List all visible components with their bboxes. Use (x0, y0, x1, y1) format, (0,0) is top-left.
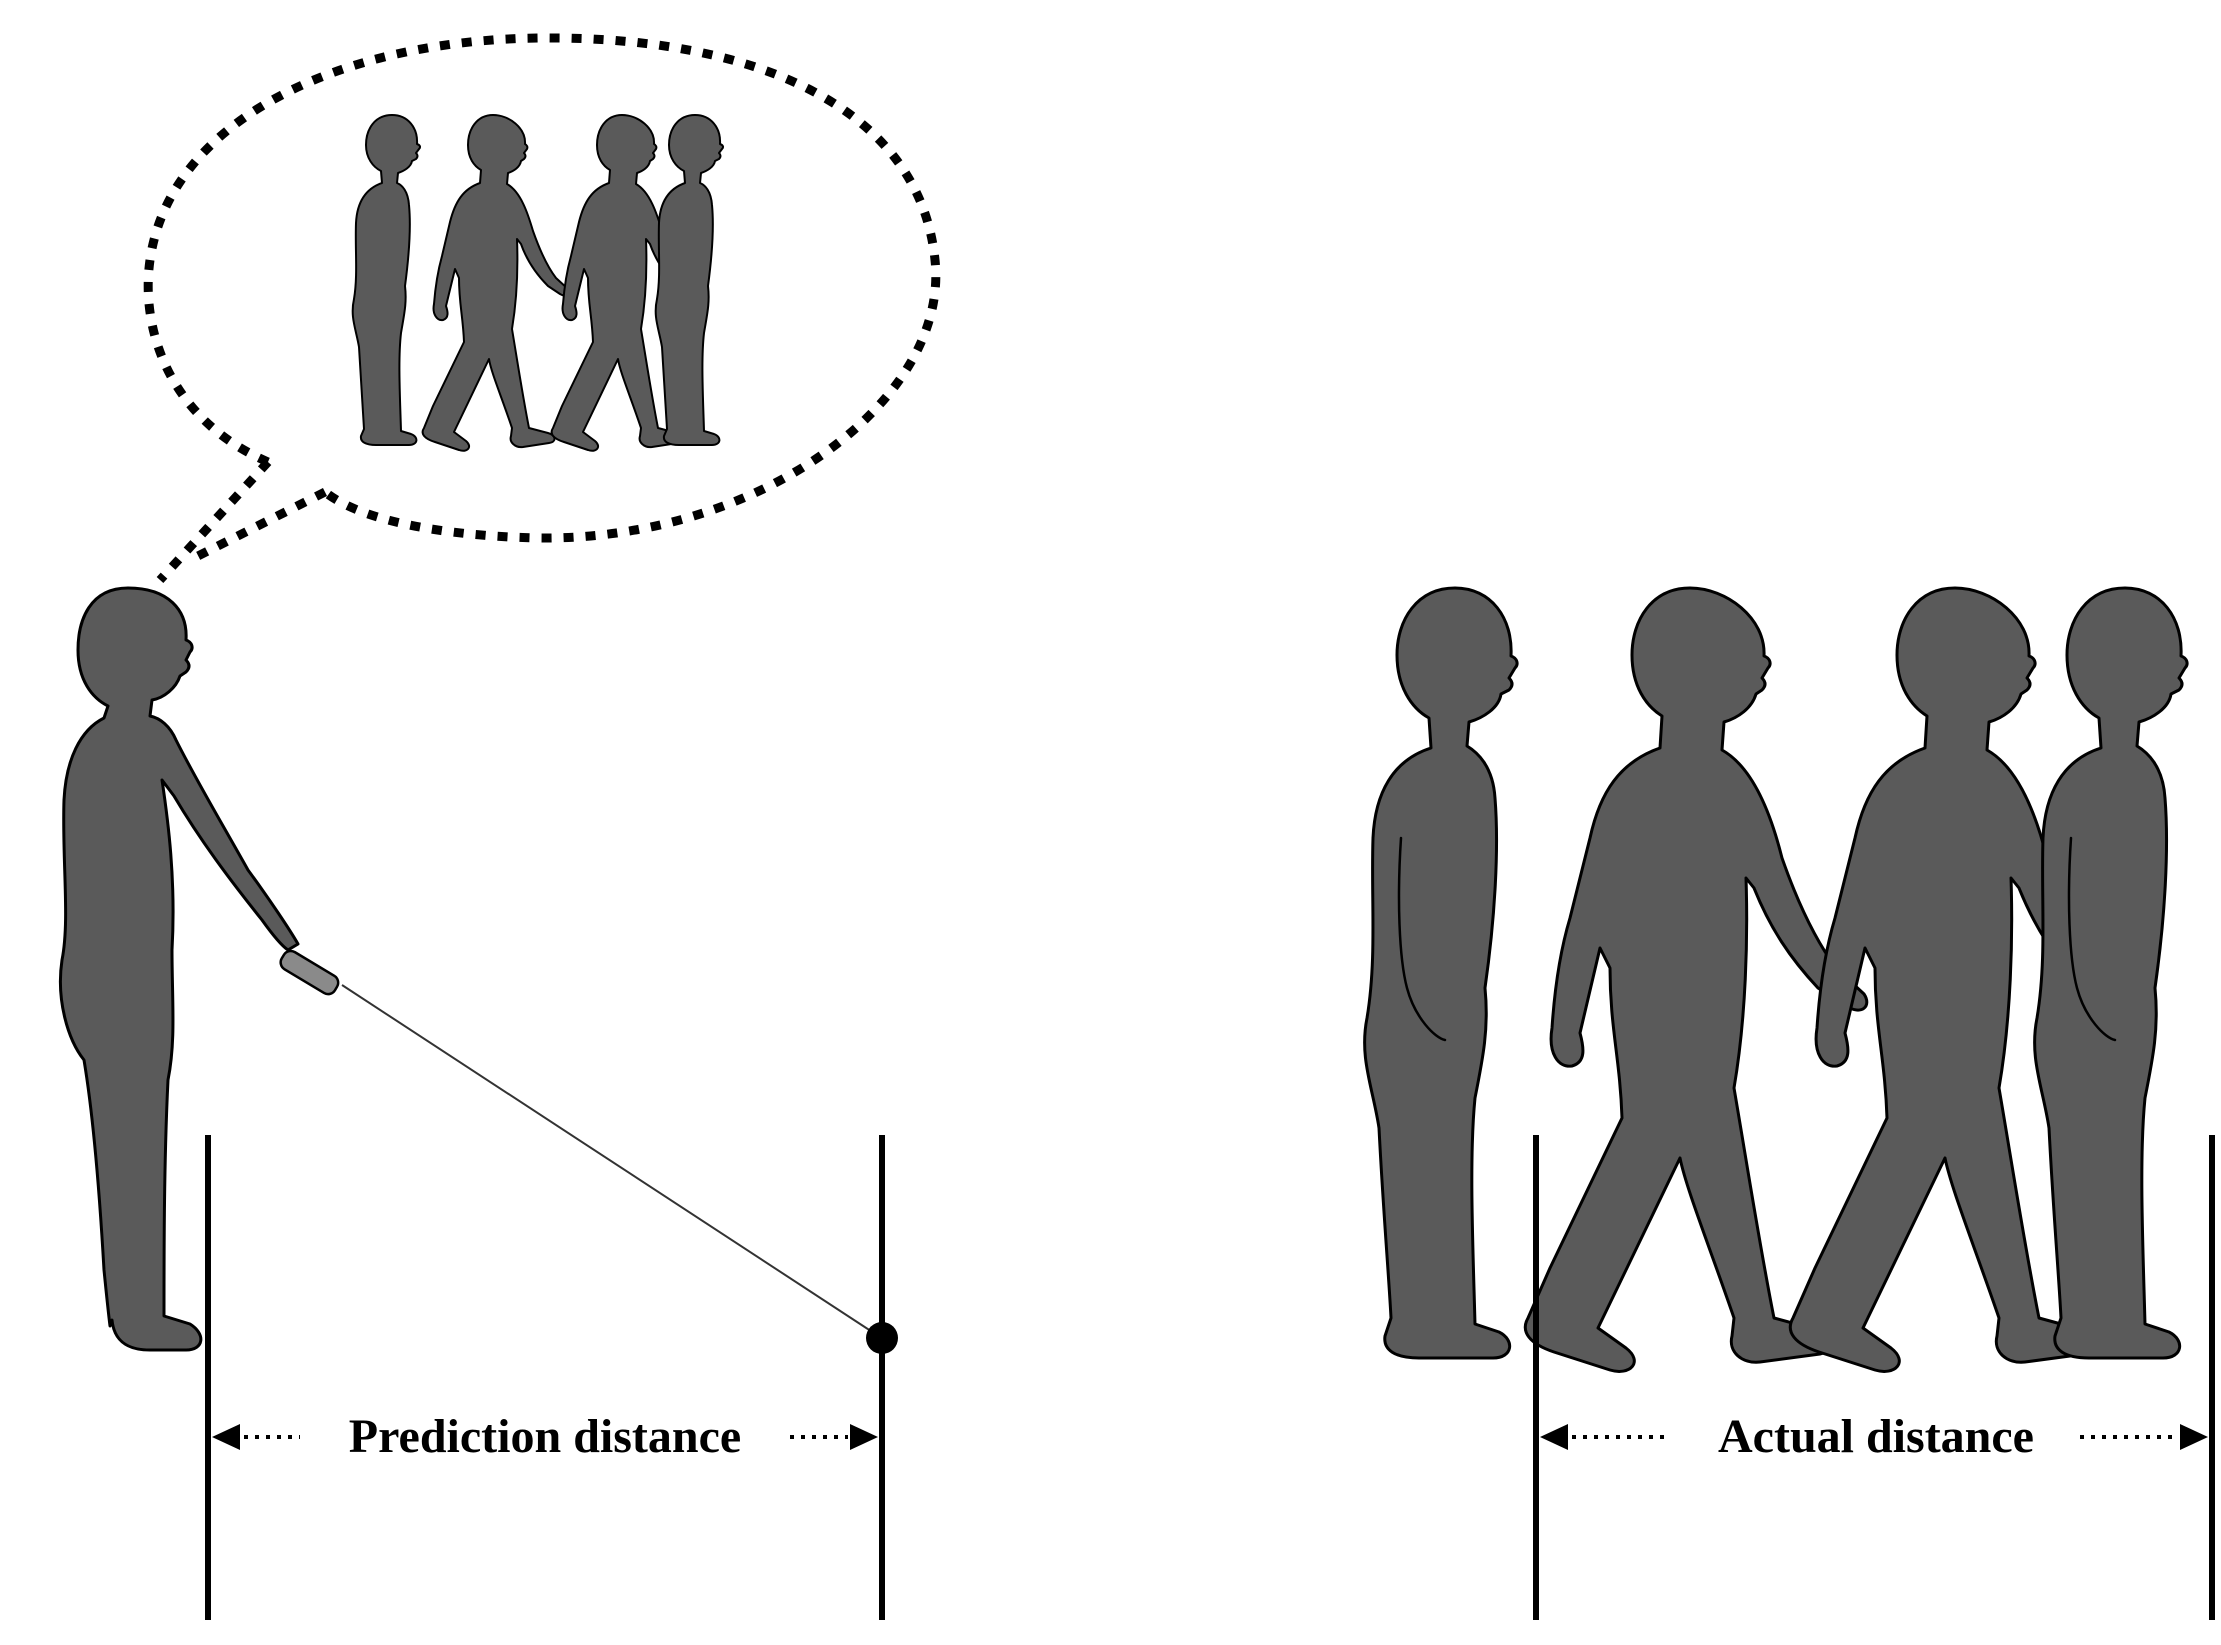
pointer-device (279, 949, 340, 996)
pointer-beam (341, 984, 881, 1338)
person-standing-2 (2033, 586, 2189, 1360)
reference-lines (205, 1135, 2215, 1620)
imagined-person-standing-2 (654, 114, 725, 446)
actual-people (1363, 586, 2189, 1373)
actual-distance-measure: Actual distance (1540, 1410, 2208, 1463)
thought-bubble (143, 33, 941, 584)
prediction-distance-label: Prediction distance (349, 1410, 741, 1463)
person-walking-1 (1523, 586, 1869, 1373)
observer-person (58, 586, 898, 1354)
imagined-person-walking-1 (421, 114, 571, 452)
arrow-right-icon (850, 1424, 878, 1450)
arrow-right-icon (2180, 1424, 2208, 1450)
imagined-people (351, 114, 725, 452)
imagined-person-standing-1 (351, 114, 422, 446)
prediction-distance-measure: Prediction distance (212, 1410, 878, 1463)
arrow-left-icon (212, 1424, 240, 1450)
arrow-left-icon (1540, 1424, 1568, 1450)
actual-distance-label: Actual distance (1718, 1410, 2034, 1463)
person-standing-1 (1363, 586, 1519, 1360)
